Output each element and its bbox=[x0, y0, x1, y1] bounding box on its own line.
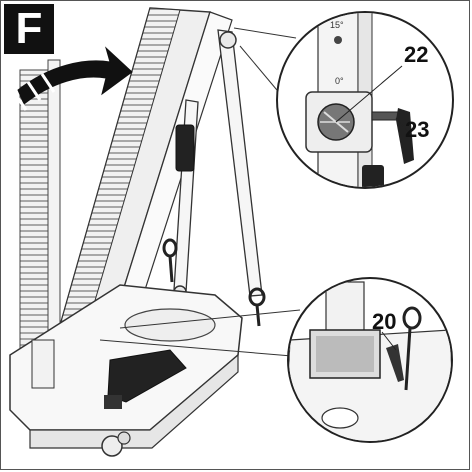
callout-20: 20 bbox=[372, 309, 397, 334]
callout-22: 22 bbox=[404, 42, 429, 67]
left-column bbox=[19, 59, 61, 391]
detail-circle-bottom bbox=[287, 277, 453, 443]
detail-circle-top bbox=[276, 11, 454, 189]
tilt-arrow-icon bbox=[12, 46, 133, 111]
figure-label: F bbox=[4, 4, 54, 54]
scale-mark-0: 0° bbox=[335, 76, 344, 86]
callout-23: 23 bbox=[405, 117, 430, 142]
scale-mark-15: 15° bbox=[330, 20, 344, 30]
